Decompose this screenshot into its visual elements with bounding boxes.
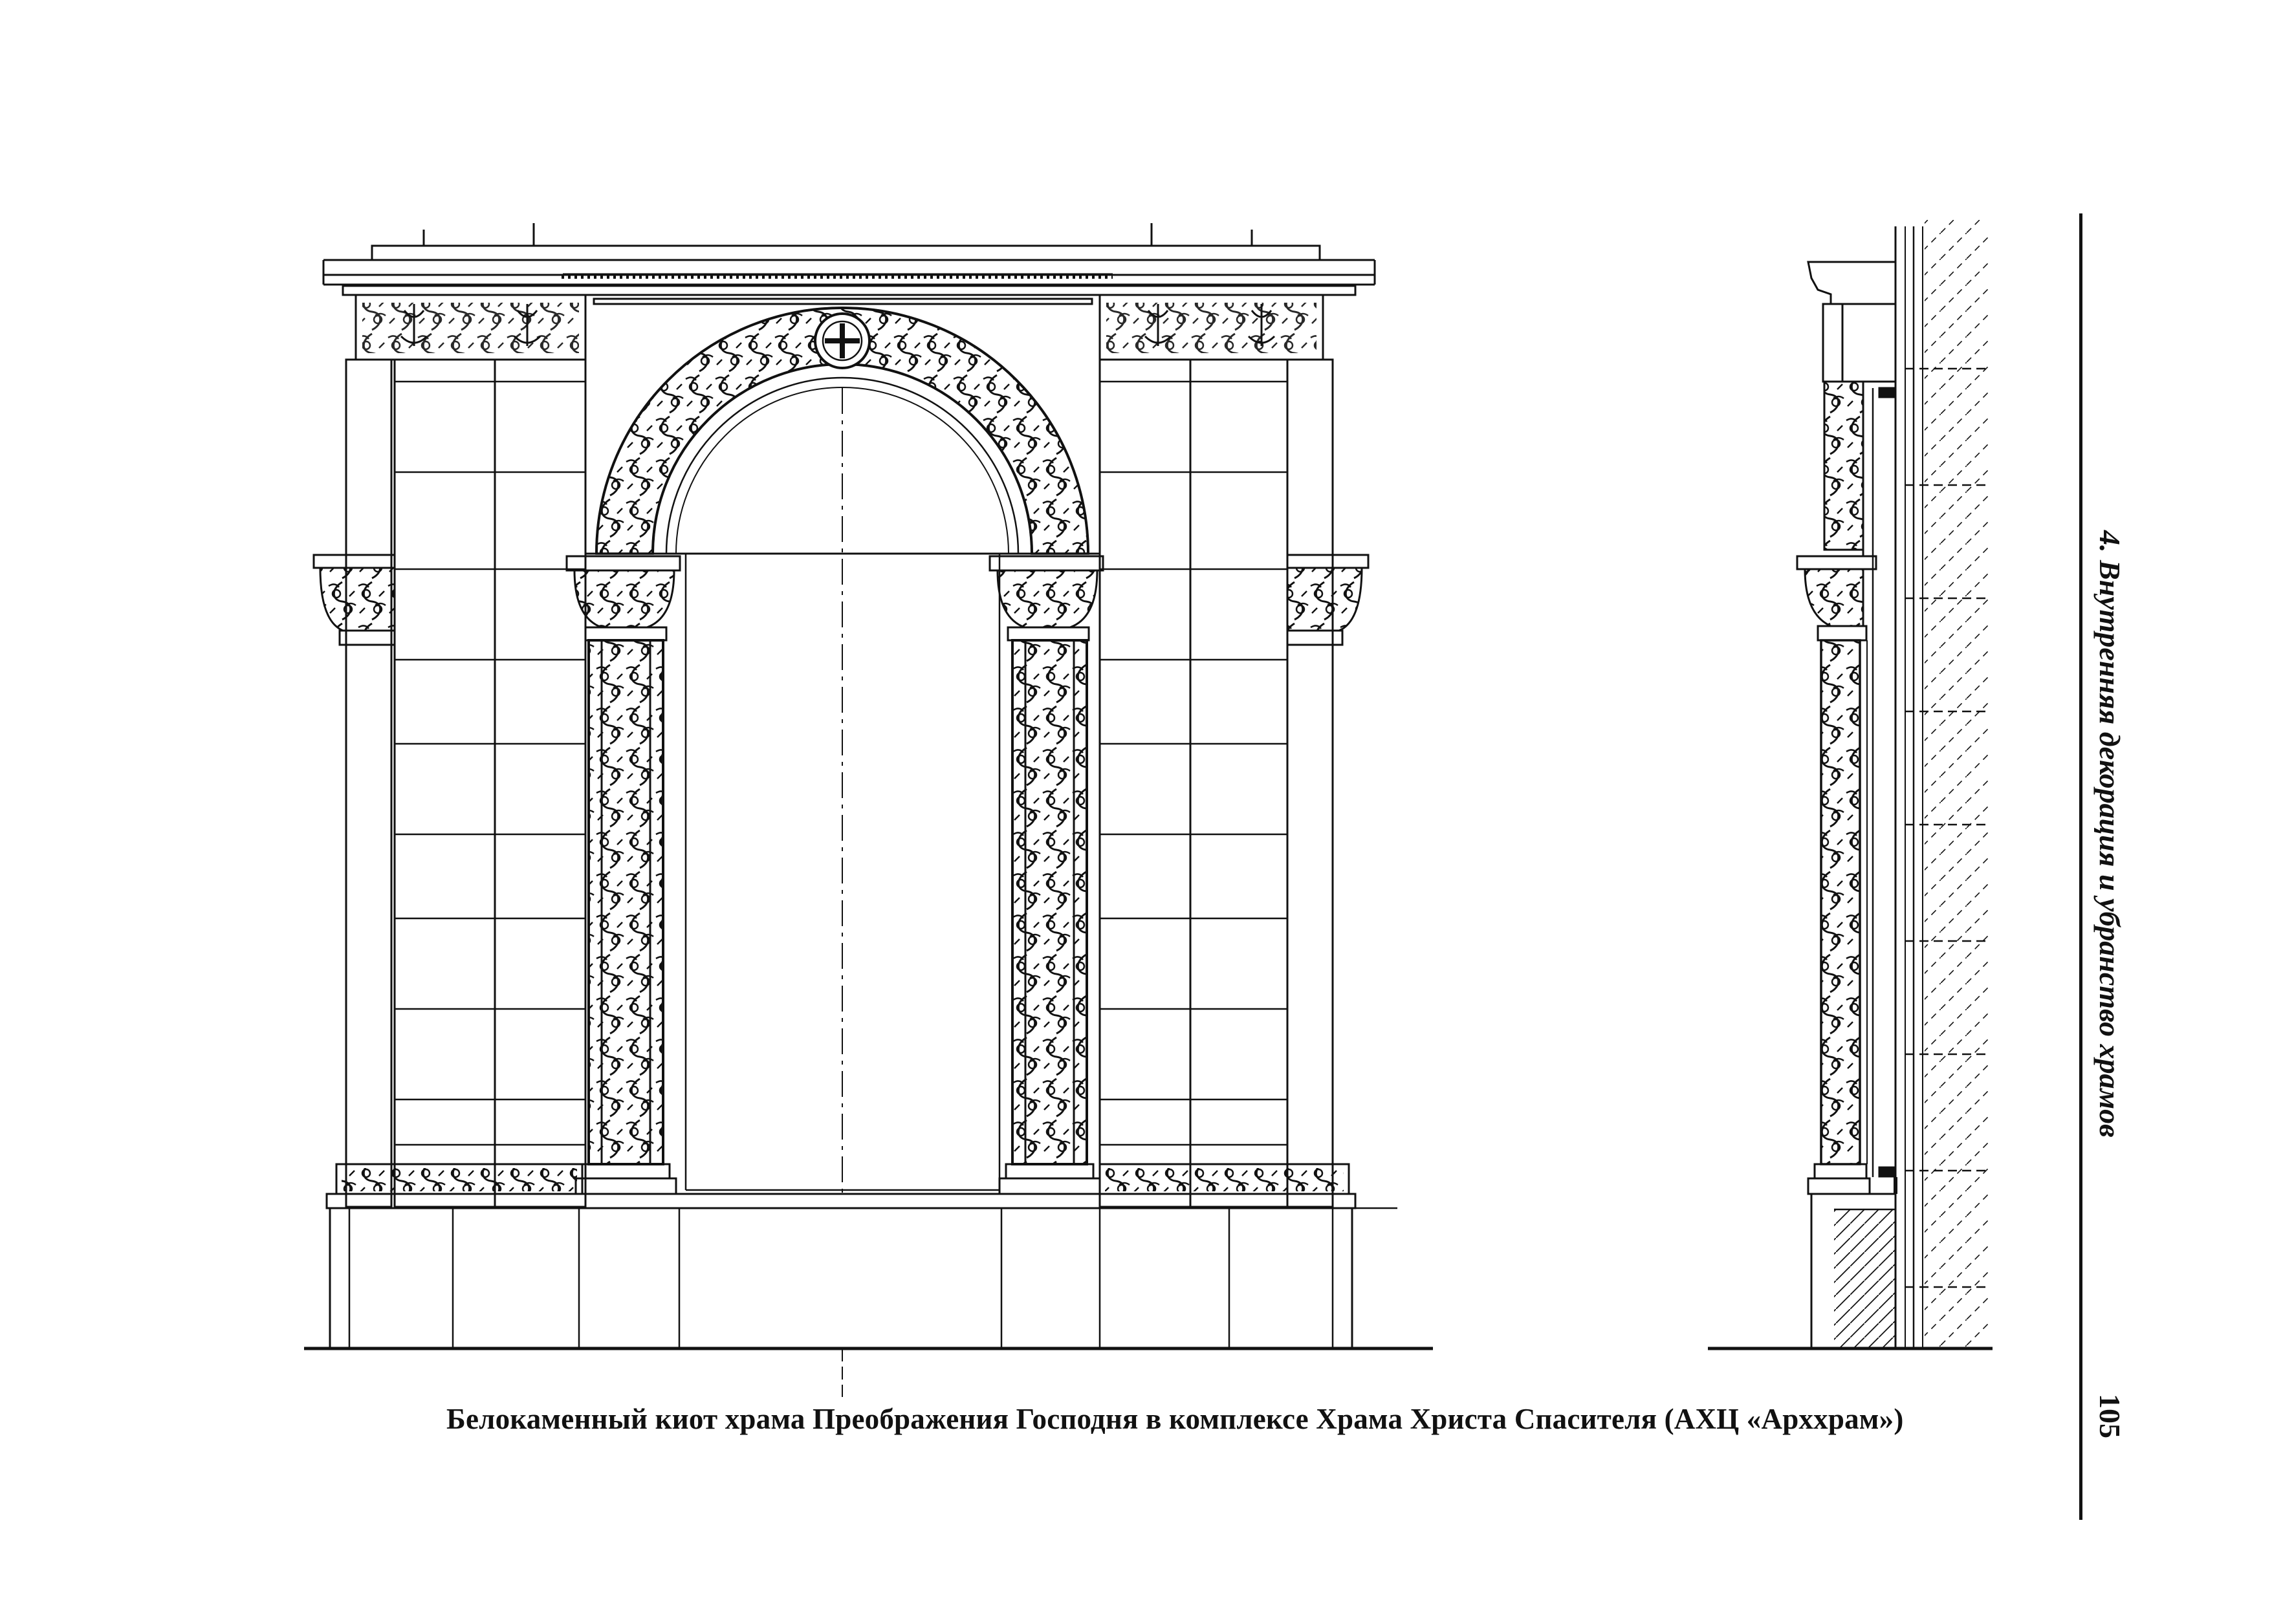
figure-caption: Белокаменный киот храма Преображения Гос…: [446, 1403, 1904, 1435]
front-elevation: [304, 223, 1433, 1397]
margin-rule: [2079, 213, 2082, 1520]
side-section: [1708, 220, 1993, 1350]
running-head: 4. Внутренняя декорация и убранство храм…: [2093, 530, 2126, 1138]
page-number: 105: [2093, 1394, 2126, 1438]
